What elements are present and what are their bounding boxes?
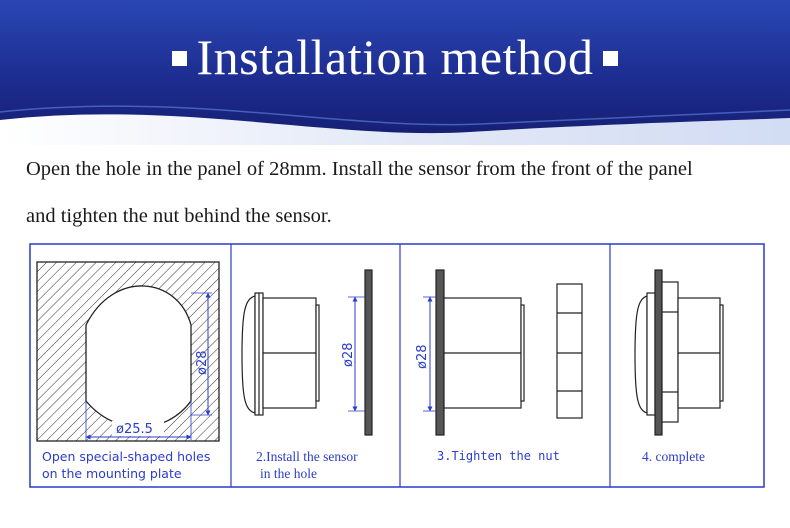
installation-diagram: ø28 ø25.5 ø28 ø28 [29, 243, 765, 488]
description-line-2: and tighten the nut behind the sensor. [26, 205, 332, 227]
step4-sensor-drawing [634, 269, 724, 436]
square-bullet-icon [171, 51, 187, 67]
step1-vertical-dimension: ø28 [195, 351, 210, 376]
diagram-frame [29, 243, 765, 488]
step3-sensor-drawing [423, 269, 583, 436]
step2-sensor-drawing [241, 269, 373, 436]
step1-caption: Open special-shaped holes on the mountin… [42, 449, 211, 481]
step1-plate-drawing: ø28 ø25.5 [36, 261, 220, 442]
banner-background [0, 0, 790, 145]
step2-caption: 2.Install the sensor in the hole [256, 449, 358, 481]
step1-horizontal-dimension: ø25.5 [116, 422, 153, 437]
step3-caption: 3.Tighten the nut [437, 449, 560, 463]
header-banner: Installation method [0, 0, 790, 145]
page-title: Installation method [0, 26, 790, 88]
step2-vertical-dimension: ø28 [341, 343, 356, 368]
page-title-text: Installation method [196, 29, 594, 85]
square-bullet-icon [603, 51, 619, 67]
step3-vertical-dimension: ø28 [415, 345, 430, 370]
step4-caption: 4. complete [642, 449, 705, 464]
description-line-1: Open the hole in the panel of 28mm. Inst… [26, 158, 693, 180]
